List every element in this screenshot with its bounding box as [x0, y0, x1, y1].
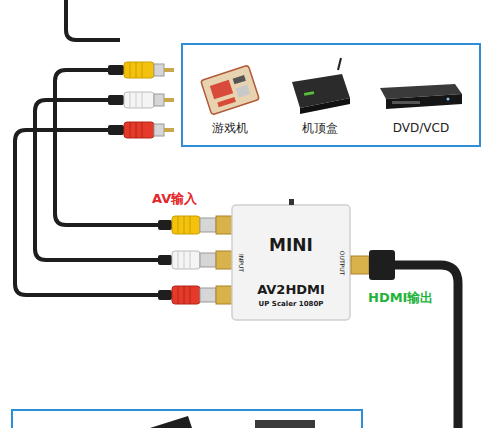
- bottom-screen-icon: [255, 420, 315, 428]
- device-panel: [182, 44, 480, 146]
- rca-plug-white-input: [158, 251, 232, 269]
- spec-text: UP Scaler 1080P: [259, 301, 324, 308]
- port-label: OUTPUT: [339, 251, 345, 275]
- set-top-box-icon: [292, 58, 350, 114]
- device-label: DVD/VCD: [393, 121, 449, 135]
- brand-text: MINI: [269, 237, 313, 254]
- device-label: 游戏机: [212, 121, 248, 135]
- converter-housing: [232, 205, 350, 320]
- model-text: AV2HDMI: [257, 283, 325, 296]
- av-cables: [15, 70, 160, 295]
- bottom-device-icon: [150, 416, 192, 428]
- converter-box: INPUT MINI AV2HDMI UP Scaler 1080P OUTPUT: [232, 205, 350, 320]
- cable-tails: [66, 0, 120, 40]
- rca-plug-red-input: [158, 286, 232, 304]
- rca-plug-yellow-top: [108, 62, 174, 78]
- rca-plug-red-top: [108, 122, 174, 138]
- input-label: AV输入: [152, 191, 197, 207]
- game-console-icon: [201, 65, 260, 115]
- port-label: INPUT: [238, 254, 244, 272]
- rca-plug-yellow-input: [158, 216, 232, 234]
- led-indicator: [289, 199, 294, 205]
- output-label: HDMI输出: [368, 290, 433, 306]
- dvd-player-icon: [380, 84, 462, 109]
- hdmi-plug: [351, 250, 458, 428]
- rca-plug-white-top: [108, 92, 174, 108]
- bottom-panel: [12, 410, 362, 428]
- device-label: 机顶盒: [302, 121, 338, 135]
